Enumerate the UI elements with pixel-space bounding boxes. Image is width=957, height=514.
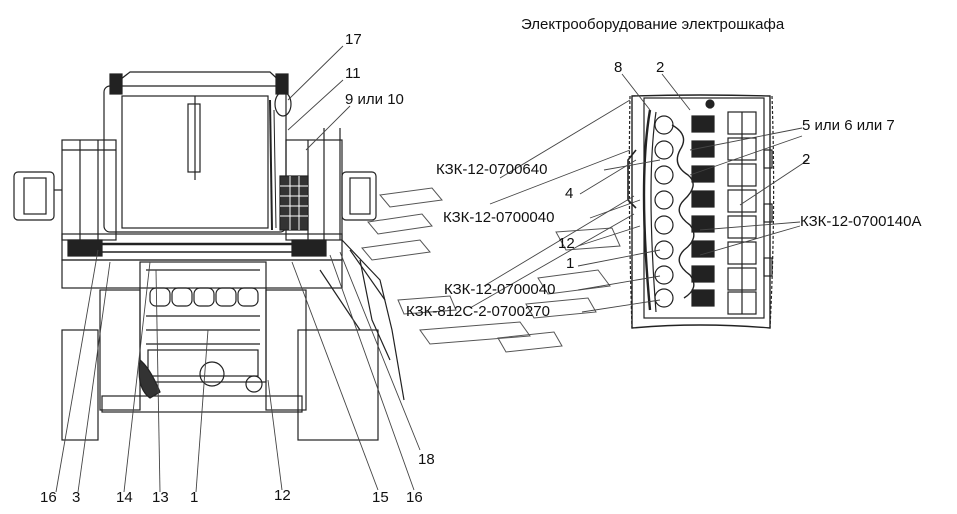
combine-drawing	[13, 71, 405, 441]
callout-5-or-6-or-7: 5 или 6 или 7	[802, 117, 895, 134]
callout-18: 18	[418, 451, 435, 468]
callout-9-or-10: 9 или 10	[345, 91, 404, 108]
callout-8: 8	[614, 59, 623, 76]
callout-13: 13	[152, 489, 169, 506]
callout-17: 17	[345, 31, 362, 48]
callout-4: 4	[565, 185, 574, 202]
callout-kzk-0700040-lower: КЗК-12-0700040	[444, 281, 556, 298]
callout-1-right: 1	[566, 255, 575, 272]
callout-2-right: 2	[802, 151, 811, 168]
callout-kzk-812c: КЗК-812С-2-0700270	[406, 303, 550, 320]
callout-16-right: 16	[406, 489, 423, 506]
callout-12-bottom: 12	[274, 487, 291, 504]
callout-2-top: 2	[656, 59, 665, 76]
callout-16-left: 16	[40, 489, 57, 506]
callout-3: 3	[72, 489, 81, 506]
leader-lines	[55, 45, 809, 493]
drawing-title: Электрооборудование электрошкафа	[521, 16, 785, 33]
callout-15: 15	[372, 489, 389, 506]
harness-panels	[361, 187, 621, 353]
callout-kzk-0700040-upper: КЗК-12-0700040	[443, 209, 555, 226]
callout-kzk-0700140a: КЗК-12-0700140А	[800, 213, 922, 230]
callout-12-right: 12	[558, 235, 575, 252]
callout-11: 11	[345, 65, 361, 82]
callout-1-bottom: 1	[190, 489, 199, 506]
callout-kzk-0700640: КЗК-12-0700640	[436, 161, 548, 178]
callout-14: 14	[116, 489, 133, 506]
cabinet-drawing	[627, 94, 775, 329]
